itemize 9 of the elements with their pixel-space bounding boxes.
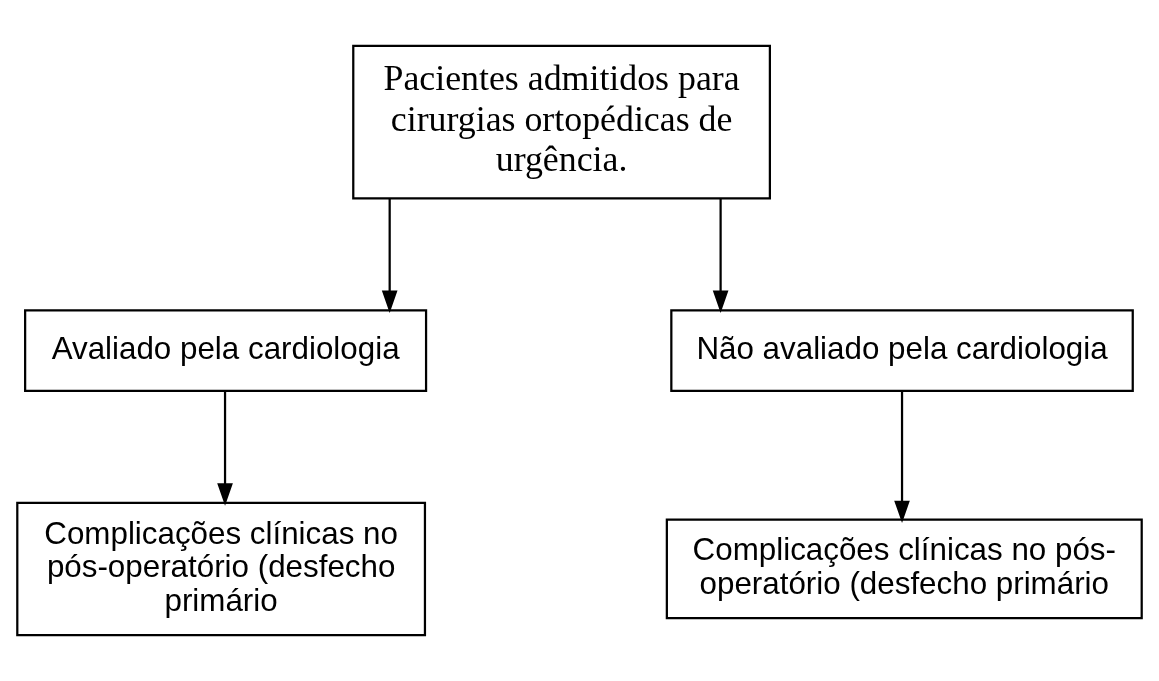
arrow — [217, 391, 233, 506]
node-box: Pacientes admitidos para cirurgias ortopédicas de urgência. — [352, 44, 771, 200]
arrow — [381, 198, 398, 314]
arrow — [712, 198, 729, 314]
arrow — [894, 391, 910, 524]
node-box: Complicações clínicas no pós-operatório (desfecho primário — [16, 501, 427, 637]
node-box: Avaliado pela cardiologia — [24, 309, 428, 392]
node-box: Não avaliado pela cardiologia — [670, 309, 1134, 392]
node-box: Complicações clínicas no pós-operatório (desfecho primário — [665, 518, 1143, 620]
